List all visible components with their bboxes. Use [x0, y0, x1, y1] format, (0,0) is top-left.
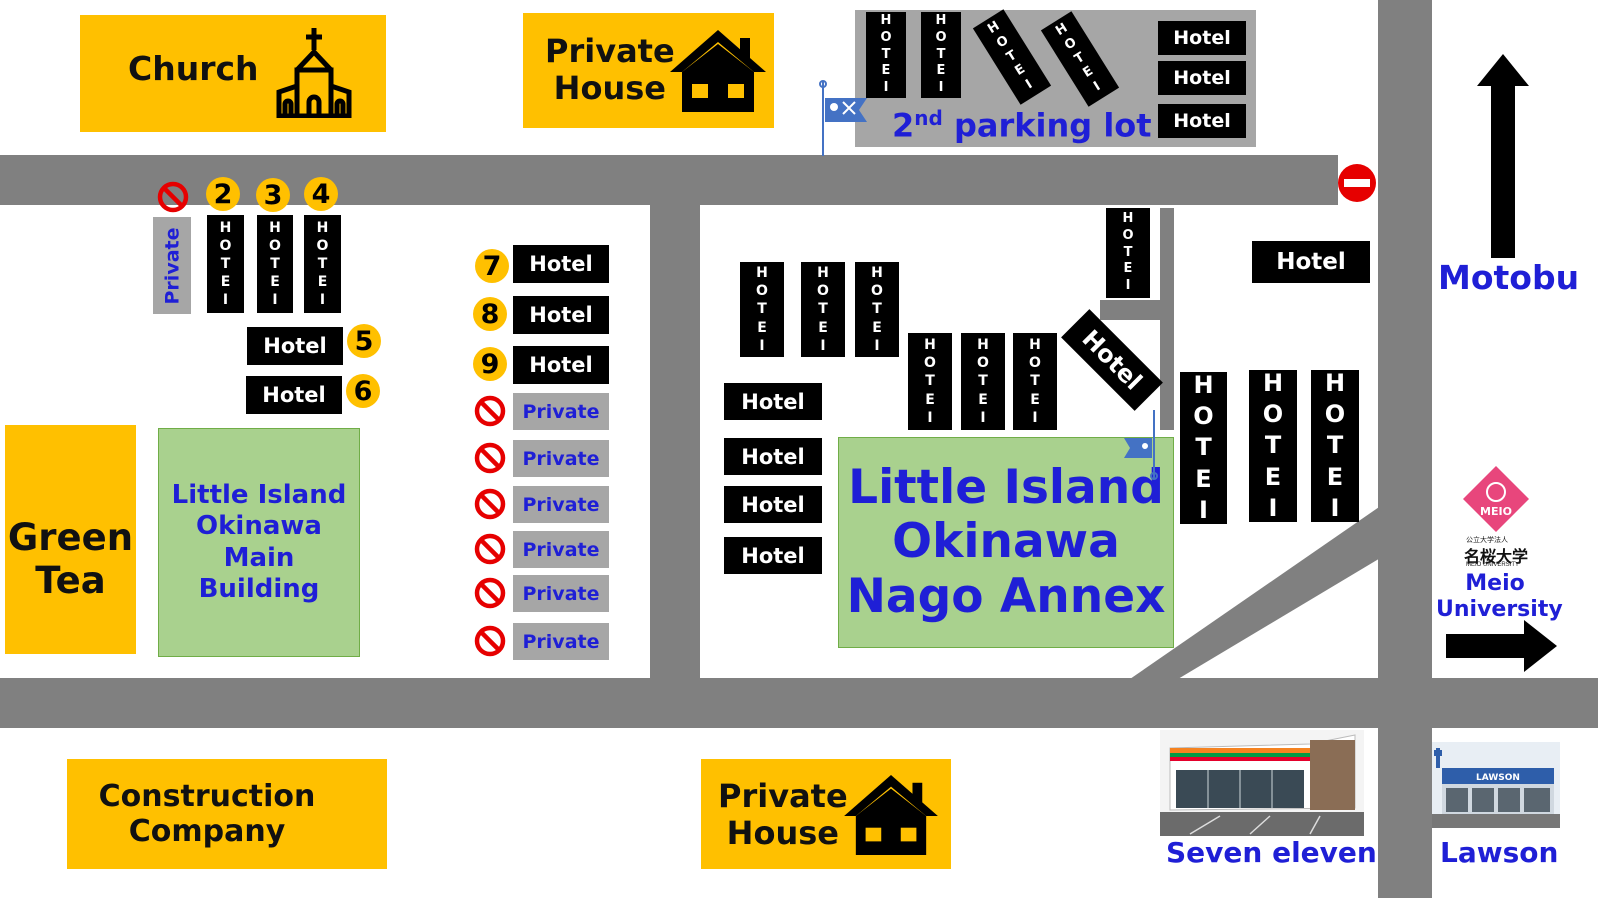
- lawson-store-image: LAWSON: [1432, 742, 1560, 828]
- private-lot-3: Private: [513, 486, 609, 523]
- private-lot-4: Private: [513, 531, 609, 568]
- hotel-r-a: Hotel: [724, 383, 822, 420]
- road-right-vertical: [1378, 0, 1432, 898]
- spot-number-6: 6: [346, 374, 380, 408]
- house-icon: [670, 30, 766, 112]
- meio-en-small: MEIO UNIVERSITY: [1466, 562, 1520, 568]
- hotel-6: Hotel: [246, 376, 342, 414]
- lawson-label: Lawson: [1440, 836, 1559, 869]
- prohibited-icon: [474, 488, 506, 520]
- church-label: Church: [128, 49, 259, 88]
- seven-eleven-store-image: [1160, 730, 1364, 836]
- koinobori-flag-annex-icon: [1124, 410, 1158, 480]
- prohibited-icon: [474, 533, 506, 565]
- house-bottom-icon: [844, 774, 938, 856]
- church-icon: [276, 28, 352, 118]
- private-lot-1: Private: [513, 393, 609, 430]
- road-middle-vertical: [650, 205, 700, 678]
- hotel-right-top: Hotel: [1252, 241, 1370, 283]
- motobu-label: Motobu: [1438, 258, 1580, 297]
- meio-logo-text: MEIO: [1480, 505, 1512, 518]
- parking-hotel-2: Hotel: [1158, 61, 1246, 95]
- hotel-r-d: Hotel: [724, 537, 822, 574]
- parking-hotel-3: Hotel: [1158, 104, 1246, 138]
- prohibited-icon: [474, 577, 506, 609]
- road-small-horizontal: [1100, 300, 1166, 320]
- road-top: [0, 155, 1338, 205]
- lawson-sign-text: LAWSON: [1476, 773, 1520, 783]
- koinobori-flag-icon: [819, 80, 867, 156]
- private-lot-5: Private: [513, 575, 609, 612]
- parking-hotel-1: Hotel: [1158, 21, 1246, 55]
- hotel-5: Hotel: [247, 327, 343, 365]
- parking-lot-label: 2nd parking lot: [892, 106, 1152, 145]
- hotel-r-c: Hotel: [724, 486, 822, 523]
- road-bottom: [0, 678, 1598, 728]
- prohibited-icon: [157, 181, 189, 213]
- spot-number-5: 5: [347, 324, 381, 358]
- hotel-9: Hotel: [513, 346, 609, 384]
- hotel-r-b: Hotel: [724, 438, 822, 475]
- hotel-8: Hotel: [513, 296, 609, 334]
- hotel-7: Hotel: [513, 245, 609, 283]
- meio-logo-icon: MEIO: [1463, 466, 1529, 532]
- road-diagonal: [1130, 505, 1382, 679]
- spot-number-7: 7: [475, 249, 509, 283]
- meio-jp-small: 公立大学法人: [1466, 537, 1508, 544]
- spot-number-3: 3: [256, 178, 290, 212]
- construction-box: [67, 759, 387, 869]
- meio-jp: 名桜大学: [1464, 547, 1529, 566]
- green-tea-box: [5, 425, 136, 654]
- private-lot-2: Private: [513, 440, 609, 477]
- hotel-tilted: Hotel: [1061, 309, 1163, 411]
- spot-number-8: 8: [473, 297, 507, 331]
- spot-number-9: 9: [473, 347, 507, 381]
- no-entry-icon: [1338, 164, 1376, 202]
- prohibited-icon: [474, 395, 506, 427]
- private-vertical: Private: [153, 217, 191, 314]
- spot-number-4: 4: [304, 177, 338, 211]
- private-lot-6: Private: [513, 623, 609, 660]
- road-small-vertical: [1160, 208, 1174, 430]
- seven-eleven-label: Seven eleven: [1166, 836, 1377, 869]
- arrow-right-icon: [1446, 620, 1557, 672]
- prohibited-icon: [474, 625, 506, 657]
- spot-number-2: 2: [206, 177, 240, 211]
- arrow-up-icon: [1477, 54, 1529, 258]
- prohibited-icon: [474, 442, 506, 474]
